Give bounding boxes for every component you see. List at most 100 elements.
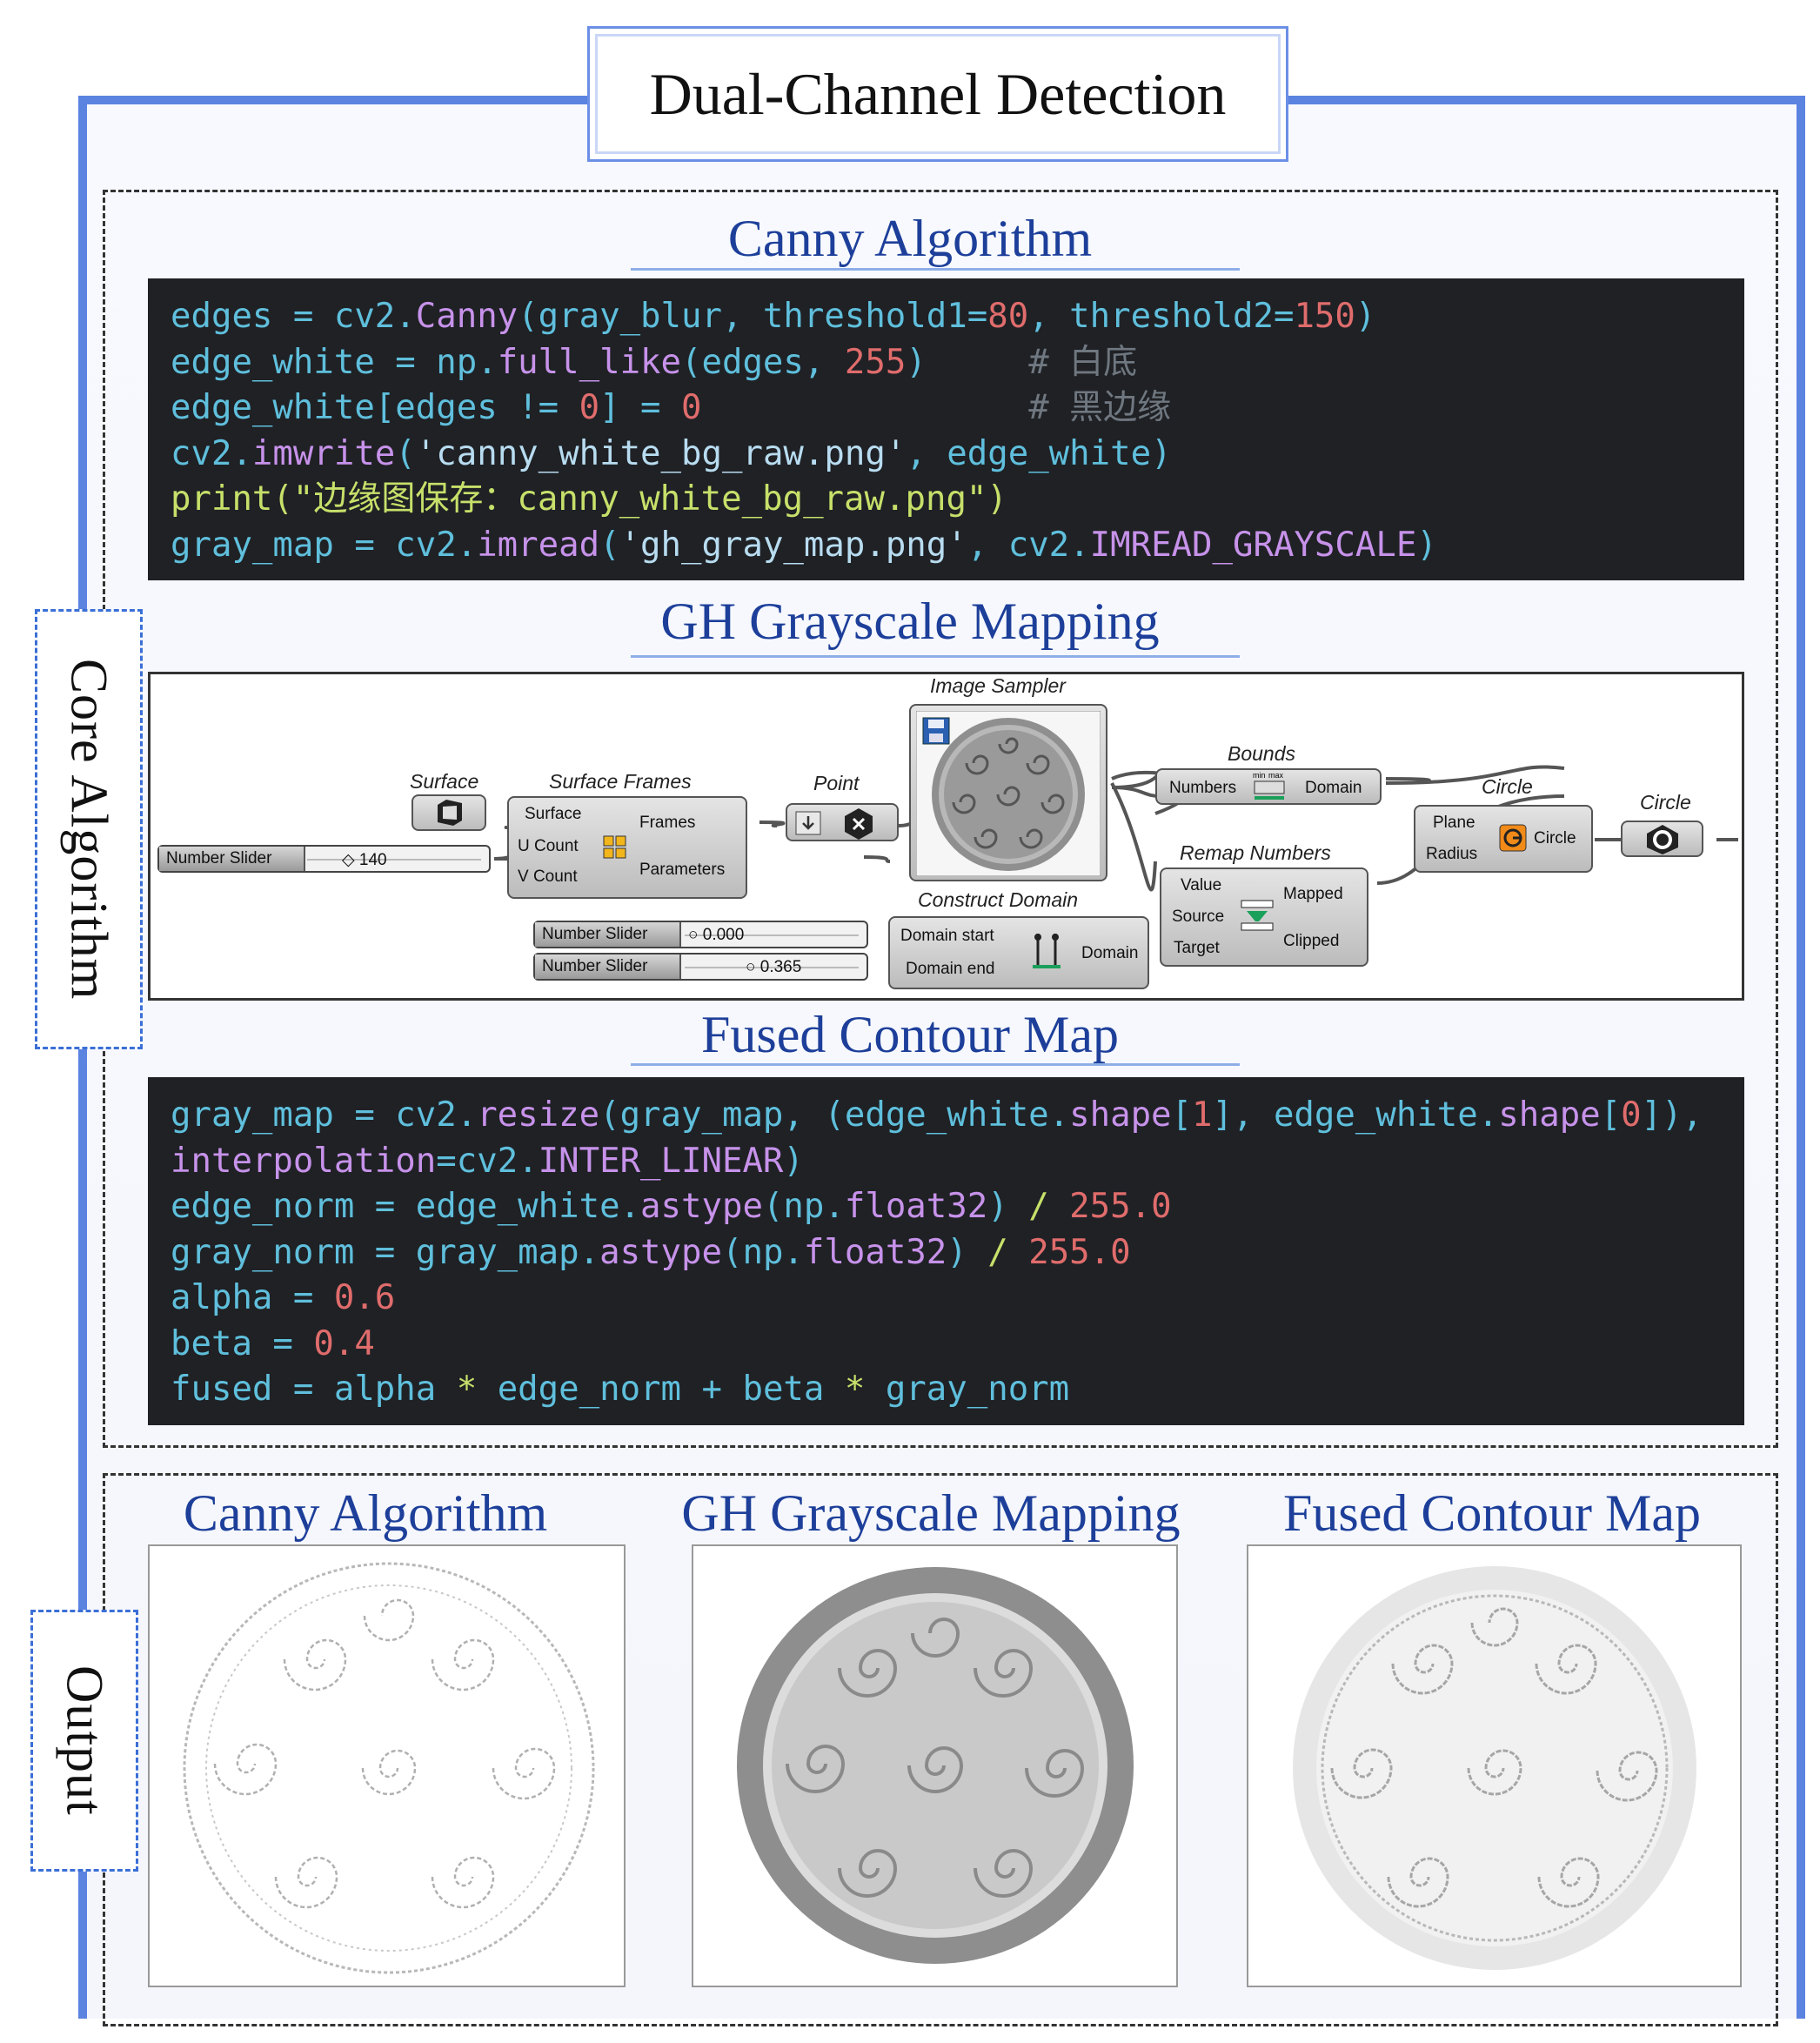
canny-output-drawing xyxy=(183,1562,595,1974)
canny-section-title: Canny Algorithm xyxy=(727,210,1093,267)
code-line: fused = alpha * edge_norm + beta * gray_… xyxy=(171,1370,1070,1409)
number-slider-label: Number Slider xyxy=(535,955,681,979)
number-slider-end[interactable]: Number Slider ○ 0.365 xyxy=(533,953,868,981)
slider-track xyxy=(307,859,481,861)
surface-param-node[interactable] xyxy=(412,794,486,831)
output-title-fused: Fused Contour Map xyxy=(1283,1484,1701,1542)
number-slider-label: Number Slider xyxy=(535,922,681,947)
circle-output: Circle xyxy=(1534,829,1576,847)
remap-output-clipped: Clipped xyxy=(1283,932,1340,950)
gh-output-drawing xyxy=(737,1567,1134,1964)
slider-value: ○ 0.365 xyxy=(746,958,802,976)
code-line: gray_map = cv2.resize(gray_map, (edge_wh… xyxy=(171,1095,1703,1135)
slider-track xyxy=(685,934,859,936)
wire xyxy=(1385,765,1565,785)
fused-output-image xyxy=(1247,1544,1742,1987)
number-slider-label: Number Slider xyxy=(159,847,305,871)
canny-code-panel: edges = cv2.Canny(gray_blur, threshold1=… xyxy=(148,278,1744,580)
code-line: edge_norm = edge_white.astype(np.float32… xyxy=(171,1187,1172,1226)
output-label: Output xyxy=(30,1610,138,1872)
slider-value: ○ 0.000 xyxy=(688,926,745,944)
gh-section-title: GH Grayscale Mapping xyxy=(660,593,1160,650)
title-box: Dual-Channel Detection xyxy=(587,26,1288,162)
core-algorithm-label: Core Algorithm xyxy=(35,609,143,1049)
construct-output-domain: Domain xyxy=(1081,944,1139,962)
code-line: cv2.imwrite('canny_white_bg_raw.png', ed… xyxy=(171,433,1172,473)
point-icon xyxy=(845,808,873,840)
construct-input-start: Domain start xyxy=(900,927,994,945)
bounds-input-numbers: Numbers xyxy=(1169,779,1237,797)
wire xyxy=(1110,782,1157,892)
code-line: interpolation=cv2.INTER_LINEAR) xyxy=(171,1141,804,1181)
page-title: Dual-Channel Detection xyxy=(649,60,1227,127)
bounds-output-domain: Domain xyxy=(1305,779,1362,797)
code-line: edge_white = np.full_like(edges, 255) # … xyxy=(171,342,1138,382)
slider-value: ◇ 140 xyxy=(342,851,387,869)
code-line: gray_map = cv2.imread('gh_gray_map.png',… xyxy=(171,525,1437,565)
circle-input-radius: Radius xyxy=(1426,845,1478,863)
gh-title-rule xyxy=(631,655,1240,658)
output-text: Output xyxy=(56,1665,114,1816)
sf-input-ucount: U Count xyxy=(518,837,579,855)
bounds-icon-min: min xyxy=(1253,771,1266,780)
remap-input-target: Target xyxy=(1174,939,1220,957)
surface-param-label: Surface xyxy=(410,770,479,793)
bounds-icon-max: max xyxy=(1268,771,1284,780)
slider-value-text: 0.000 xyxy=(702,926,745,944)
circle-param-icon xyxy=(1647,825,1678,854)
image-sampler-preview xyxy=(916,711,1101,876)
code-line: alpha = 0.6 xyxy=(171,1278,396,1317)
number-slider-start[interactable]: Number Slider ○ 0.000 xyxy=(533,921,868,948)
remap-input-value: Value xyxy=(1181,876,1222,894)
construct-input-end: Domain end xyxy=(906,960,995,978)
code-line: edges = cv2.Canny(gray_blur, threshold1=… xyxy=(171,297,1376,336)
canny-title-rule xyxy=(631,268,1240,271)
slider-value-text: 0.365 xyxy=(759,958,802,976)
output-title-canny: Canny Algorithm xyxy=(183,1484,548,1542)
remap-numbers-label: Remap Numbers xyxy=(1180,841,1331,864)
remap-icon xyxy=(1241,900,1274,931)
image-sampler-label: Image Sampler xyxy=(930,674,1066,697)
point-node[interactable] xyxy=(786,803,899,841)
circle-param-node[interactable] xyxy=(1621,821,1703,857)
code-line: gray_norm = gray_map.astype(np.float32) … xyxy=(171,1232,1131,1272)
point-import-icon xyxy=(795,811,821,835)
remap-output-mapped: Mapped xyxy=(1283,885,1343,903)
sf-input-vcount: V Count xyxy=(518,867,578,886)
point-label: Point xyxy=(813,772,860,794)
circle-input-plane: Plane xyxy=(1433,814,1475,832)
canny-output-image xyxy=(148,1544,626,1987)
code-line: edge_white[edges != 0] = 0 # 黑边缘 xyxy=(171,388,1172,427)
circle-node[interactable]: Plane Radius Circle xyxy=(1414,805,1593,873)
construct-domain-node[interactable]: Domain start Domain end Domain xyxy=(888,916,1149,989)
remap-input-source: Source xyxy=(1172,908,1225,926)
bounds-node[interactable]: Numbers Domain min max xyxy=(1155,768,1382,805)
fused-title-rule xyxy=(631,1063,1240,1066)
sf-output-frames: Frames xyxy=(639,814,696,832)
surface-frames-icon xyxy=(603,835,626,859)
fused-section-title: Fused Contour Map xyxy=(701,1006,1119,1063)
circle-label: Circle xyxy=(1482,775,1533,798)
grasshopper-canvas: Surface Number Slider ◇ 140 Surface Fram… xyxy=(148,672,1744,1001)
core-algorithm-text: Core Algorithm xyxy=(60,658,118,1001)
fused-output-drawing xyxy=(1293,1566,1696,1970)
fused-code-panel: gray_map = cv2.resize(gray_map, (edge_wh… xyxy=(148,1077,1744,1425)
wire xyxy=(863,855,891,863)
code-line: beta = 0.4 xyxy=(171,1323,375,1363)
sf-output-parameters: Parameters xyxy=(639,861,726,879)
code-line: print("边缘图保存：canny_white_bg_raw.png") xyxy=(171,479,1007,519)
image-sampler-node[interactable] xyxy=(909,704,1107,881)
number-slider-140[interactable]: Number Slider ◇ 140 xyxy=(157,845,491,873)
wire xyxy=(759,821,786,827)
construct-domain-label: Construct Domain xyxy=(918,888,1079,911)
surface-icon xyxy=(438,800,462,826)
surface-frames-label: Surface Frames xyxy=(549,770,692,793)
output-title-gh: GH Grayscale Mapping xyxy=(681,1484,1181,1542)
bounds-label: Bounds xyxy=(1228,742,1296,765)
surface-frames-node[interactable]: Surface U Count V Count Frames Parameter… xyxy=(507,796,747,899)
remap-numbers-node[interactable]: Value Source Target Mapped Clipped xyxy=(1160,867,1368,967)
slider-value-text: 140 xyxy=(358,851,387,869)
bounds-icon: min max xyxy=(1253,771,1285,800)
slider-track xyxy=(685,967,859,968)
gh-output-image xyxy=(692,1544,1178,1987)
